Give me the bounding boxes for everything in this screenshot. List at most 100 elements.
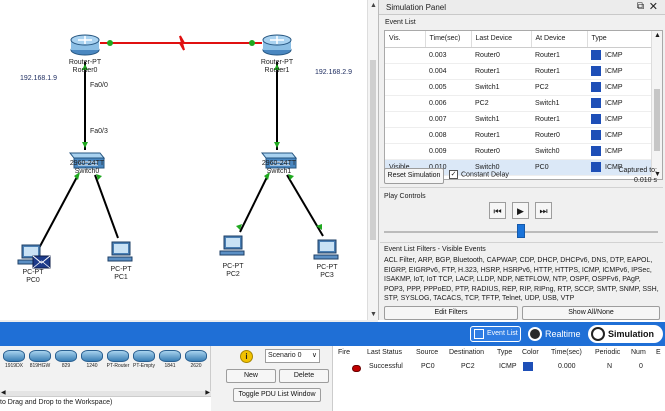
device-name: PC3 <box>320 272 334 279</box>
link-switch0-pc1[interactable] <box>94 174 119 239</box>
topology-canvas <box>17 34 339 269</box>
device-name: Router0 <box>72 67 98 74</box>
realtime-mode-tab[interactable]: Realtime <box>525 325 586 343</box>
event-time: 0.007 <box>425 111 471 128</box>
event-color-swatch <box>591 66 601 76</box>
link-status-arrow <box>74 172 80 180</box>
scroll-left-icon[interactable]: ◀ <box>1 390 6 396</box>
scroll-thumb[interactable] <box>370 60 376 240</box>
palette-scrollbar[interactable]: ◀ ▶ <box>0 390 211 397</box>
pc0-icon[interactable] <box>17 244 43 265</box>
scroll-down-icon[interactable]: ▼ <box>370 311 377 318</box>
pdu-column-header[interactable]: Periodic <box>595 349 621 356</box>
pdu-column-header[interactable]: E <box>656 349 661 356</box>
palette-device-tile[interactable]: 2620 <box>184 348 208 374</box>
speed-slider-thumb[interactable] <box>517 224 525 238</box>
palette-device-label: 1841 <box>164 363 176 369</box>
switch1-icon[interactable] <box>260 152 298 169</box>
event-type-label: ICMP <box>605 67 623 75</box>
column-header[interactable]: Type <box>587 31 654 48</box>
pdu-column-header[interactable]: Destination <box>449 349 485 356</box>
envelope-icon[interactable] <box>32 255 51 269</box>
link-status-arrow <box>96 174 102 180</box>
forward-step-button[interactable]: ⏭ <box>535 202 552 219</box>
palette-device-tile[interactable]: 1919DX <box>2 348 26 374</box>
pdu-column-header[interactable]: Color <box>522 349 539 356</box>
mode-bar: Event List Realtime Simulation <box>0 322 665 346</box>
close-icon[interactable]: ✕ <box>648 1 658 13</box>
event-list-label: Event List <box>385 19 416 26</box>
chevron-down-icon: ∨ <box>311 352 317 359</box>
link-status-arrow <box>264 172 270 180</box>
column-header[interactable]: Time(sec) <box>425 31 472 48</box>
scroll-thumb[interactable] <box>654 89 660 151</box>
palette-device-tile[interactable]: 1841 <box>158 348 182 374</box>
event-visibility <box>385 63 425 80</box>
palette-device-tile[interactable]: 829 <box>54 348 78 374</box>
switch0-label: 2960-24TT Switch0 <box>64 160 110 176</box>
palette-device-tile[interactable]: 819HGW <box>28 348 52 374</box>
scenario-select[interactable]: Scenario 0 ∨ <box>265 349 320 363</box>
palette-device-tile[interactable]: PT-Router <box>106 348 130 374</box>
pdu-column-header[interactable]: Last Status <box>367 349 403 356</box>
undock-icon[interactable]: ⧉ <box>636 1 644 12</box>
pdu-column-header[interactable]: Fire <box>338 349 351 356</box>
reset-simulation-button[interactable]: Reset Simulation <box>384 168 444 184</box>
switch0-icon[interactable] <box>68 152 106 169</box>
workspace-vertical-scrollbar[interactable]: ▲ ▼ <box>367 0 378 320</box>
link-switch0-pc0[interactable] <box>37 174 79 251</box>
edit-filters-button[interactable]: Edit Filters <box>384 306 518 320</box>
back-step-button[interactable]: ⏮ <box>489 202 506 219</box>
show-all-none-button[interactable]: Show All/None <box>522 306 660 320</box>
simulation-mode-tab[interactable]: Simulation <box>588 325 663 343</box>
delete-scenario-button[interactable]: Delete <box>279 369 329 383</box>
router1-icon[interactable] <box>262 34 292 56</box>
constant-delay-checkbox[interactable]: ✓Constant Delay <box>449 170 509 179</box>
event-type-label: ICMP <box>605 99 623 107</box>
pc2-icon[interactable] <box>219 235 245 256</box>
event-list-toggle[interactable]: Event List <box>470 326 521 342</box>
event-color-swatch <box>591 50 601 60</box>
pdu-column-header[interactable]: Num <box>631 349 646 356</box>
palette-device-tile[interactable]: 1240 <box>80 348 104 374</box>
column-header[interactable]: Last Device <box>471 31 532 48</box>
fire-icon[interactable] <box>352 365 361 372</box>
pdu-destination: PC2 <box>461 363 475 370</box>
scroll-right-icon[interactable]: ▶ <box>205 390 210 396</box>
play-button[interactable]: ▶ <box>512 202 529 219</box>
toggle-pdu-list-button[interactable]: Toggle PDU List Window <box>233 388 321 402</box>
info-icon[interactable]: i <box>240 350 253 363</box>
event-list-scrollbar[interactable]: ▲ ▼ <box>651 31 662 179</box>
palette-device-tile[interactable]: PT-Empty <box>132 348 156 374</box>
serial-link-router0-router1[interactable] <box>100 35 262 51</box>
scroll-up-icon[interactable]: ▲ <box>370 2 377 9</box>
pdu-num: 0 <box>639 363 643 370</box>
scenario-selected-value: Scenario 0 <box>268 352 302 359</box>
router-icon <box>55 350 77 362</box>
column-header[interactable]: At Device <box>531 31 588 48</box>
link-switch1-pc2[interactable] <box>239 174 269 233</box>
pdu-column-header[interactable]: Source <box>416 349 439 356</box>
captured-to-value: 0.010 s <box>634 177 657 184</box>
event-list-table[interactable]: Vis. Time(sec) Last Device At Device Typ… <box>384 30 663 180</box>
pc3-icon[interactable] <box>313 239 339 260</box>
link-status-arrow <box>82 64 88 70</box>
router0-icon[interactable] <box>70 34 100 56</box>
column-header[interactable]: Vis. <box>385 31 426 48</box>
pdu-column-header[interactable]: Type <box>497 349 513 356</box>
pc1-icon[interactable] <box>107 241 133 262</box>
pdu-column-header[interactable]: Time(sec) <box>551 349 582 356</box>
scroll-down-icon[interactable]: ▼ <box>654 171 661 178</box>
checkbox-checked-icon[interactable]: ✓ <box>449 170 458 179</box>
network-workspace[interactable]: Router-PT Router0 Router-PT Router1 2960… <box>0 0 378 320</box>
scroll-up-icon[interactable]: ▲ <box>654 32 661 39</box>
event-type: ICMP <box>587 159 653 176</box>
new-scenario-button[interactable]: New <box>226 369 276 383</box>
